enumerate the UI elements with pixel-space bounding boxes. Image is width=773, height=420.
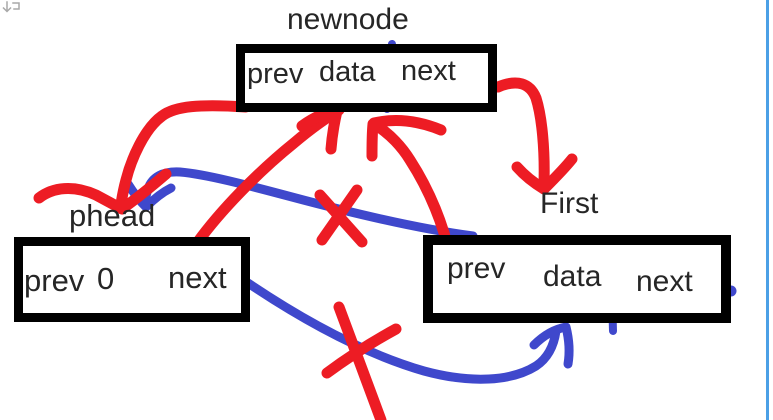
newnode-next-cell: next <box>401 55 456 87</box>
first-label: First <box>540 187 599 220</box>
newnode-data-cell: data <box>319 56 376 88</box>
newnode-box: prev data next <box>236 44 497 112</box>
red-x-mark-lower <box>321 301 402 420</box>
blue-arrow-first-to-phead <box>123 167 478 241</box>
first-prev-cell: prev <box>447 252 506 285</box>
red-x-mark-upper <box>314 184 368 248</box>
first-data-cell: data <box>543 260 602 293</box>
phead-prev-cell: prev <box>24 263 85 298</box>
red-arrow-newnode-prev-to-phead <box>33 100 252 215</box>
window-edge-line <box>766 0 769 420</box>
newnode-label: newnode <box>287 3 409 36</box>
first-next-cell: next <box>636 265 693 298</box>
first-box: prev data next <box>423 235 731 323</box>
phead-next-cell: next <box>168 260 227 295</box>
phead-zero-cell: 0 <box>97 261 115 296</box>
phead-label: phead <box>69 198 156 233</box>
newnode-prev-cell: prev <box>247 58 304 90</box>
red-arrow-phead-to-newnode <box>191 104 345 249</box>
red-arrow-newnode-next-to-first <box>492 77 578 195</box>
phead-box: prev 0 next <box>14 237 250 322</box>
corner-artifact-icon <box>2 1 20 13</box>
